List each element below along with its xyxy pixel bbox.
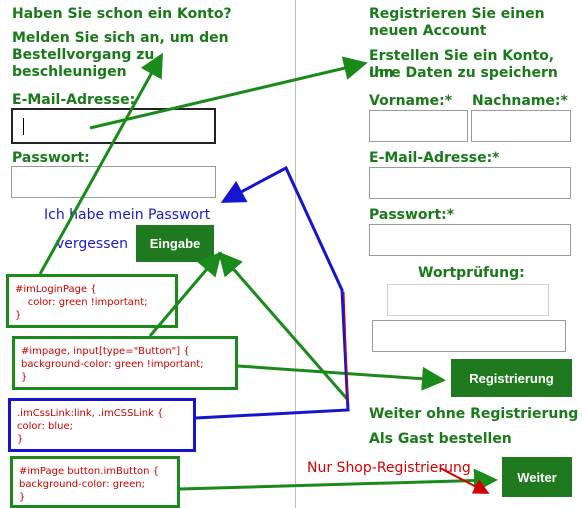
- css-line: #imPage button.imButton {: [19, 466, 160, 477]
- arrow-shop-only: [439, 467, 490, 494]
- register-subtitle-1: Erstellen Sie ein Konto, um: [369, 48, 555, 81]
- login-submit-button[interactable]: Eingabe: [136, 225, 214, 262]
- arrow-diagonal-to-eingabe: [218, 251, 350, 401]
- register-subtitle-2: Ihre Daten zu speichern: [369, 65, 558, 81]
- css-line: color: green !important;: [15, 297, 148, 308]
- register-title-2: neuen Account: [369, 23, 487, 39]
- forgot-password-link-2[interactable]: vergessen: [56, 236, 128, 252]
- css-line: }: [17, 434, 24, 445]
- register-password-field[interactable]: [369, 224, 571, 256]
- register-title-1: Registrieren Sie einen: [369, 6, 545, 22]
- arrow-to-eingabe: [148, 251, 222, 337]
- continue-button[interactable]: Weiter: [502, 457, 572, 497]
- guest-checkout-label: Als Gast bestellen: [369, 431, 512, 447]
- captcha-field[interactable]: [372, 320, 566, 352]
- shop-only-note: Nur Shop-Registrierung: [307, 460, 471, 476]
- css-line: .imCssLink:link, .imCSSLink {: [17, 408, 164, 419]
- login-subtitle-1: Melden Sie sich an, um den: [12, 30, 229, 46]
- css-line: background-color: green !important;: [21, 359, 204, 370]
- css-annotation-login: #imLoginPage { color: green !important; …: [6, 274, 178, 328]
- captcha-image: [387, 284, 549, 316]
- login-password-label: Passwort:: [12, 150, 90, 166]
- lastname-field[interactable]: [471, 110, 571, 142]
- css-line: #imLoginPage {: [15, 284, 97, 295]
- register-submit-button[interactable]: Registrierung: [451, 359, 572, 397]
- red-guide-line: [343, 291, 349, 403]
- continue-without-registration: Weiter ohne Registrierung: [369, 406, 579, 422]
- css-line: }: [21, 372, 28, 383]
- login-password-field[interactable]: [11, 166, 216, 198]
- login-title: Haben Sie schon ein Konto?: [12, 6, 232, 22]
- css-line: background-color: green;: [19, 479, 146, 490]
- firstname-label: Vorname:*: [369, 93, 453, 109]
- css-annotation-link: .imCssLink:link, .imCSSLink { color: blu…: [8, 398, 196, 452]
- text-cursor: [23, 118, 24, 135]
- login-subtitle-3: beschleunigen: [12, 64, 127, 80]
- css-line: color: blue;: [17, 421, 73, 432]
- login-subtitle-2: Bestellvorgang zu: [12, 47, 155, 63]
- column-divider: [295, 0, 296, 508]
- captcha-label: Wortprüfung:: [418, 265, 525, 281]
- firstname-field[interactable]: [369, 110, 468, 142]
- login-email-label: E-Mail-Adresse:: [12, 92, 136, 108]
- arrow-login-to-subtitle: [38, 52, 163, 275]
- arrow-to-registrierung: [237, 364, 446, 391]
- forgot-password-link-1[interactable]: Ich habe mein Passwort: [44, 207, 211, 223]
- register-email-label: E-Mail-Adresse:*: [369, 150, 500, 166]
- css-line: }: [19, 492, 26, 503]
- arrow-email-to-register: [89, 56, 368, 130]
- lastname-label: Nachname:*: [472, 93, 568, 109]
- arrow-to-weiter: [179, 468, 498, 493]
- register-email-field[interactable]: [369, 167, 571, 199]
- css-line: }: [15, 310, 22, 321]
- css-annotation-imbutton: #imPage button.imButton { background-col…: [10, 456, 180, 508]
- arrow-link-to-forgot: [195, 165, 350, 420]
- css-line: #impage, input[type="Button"] {: [21, 346, 190, 357]
- css-annotation-button-bg: #impage, input[type="Button"] { backgrou…: [12, 336, 238, 390]
- register-password-label: Passwort:*: [369, 207, 455, 223]
